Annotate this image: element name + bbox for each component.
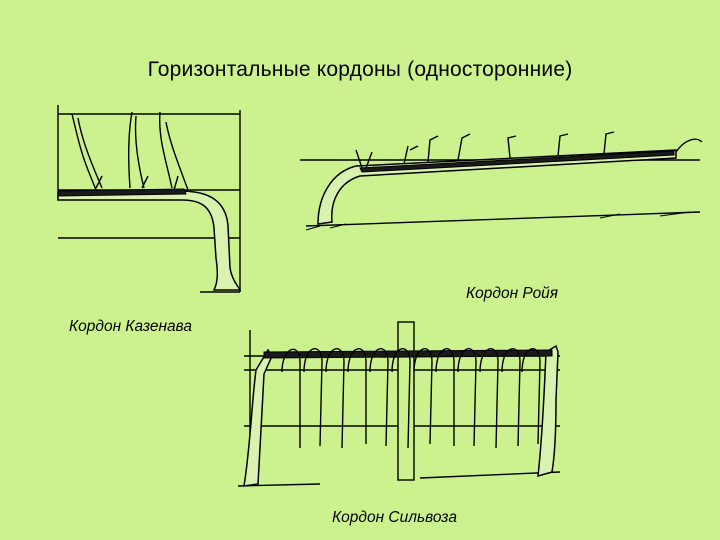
cazenave-shoot-2 <box>127 111 133 189</box>
royat-arm-tip <box>675 138 703 153</box>
cazenave-trunk <box>57 190 242 291</box>
sylvoz-cordon-drawing <box>237 321 561 487</box>
diagram-title: Горизонтальные кордоны (односторонние) <box>147 58 573 81</box>
sylvoz-bent-canes <box>281 348 541 449</box>
sylvoz-right-trunk <box>537 344 559 478</box>
cazenave-shoot-2b <box>134 115 145 189</box>
cazenave-shoot-3 <box>158 111 173 189</box>
sylvoz-ground <box>237 471 561 487</box>
cazenave-arm-bark <box>57 188 187 197</box>
royat-ground-hatch <box>305 211 691 231</box>
caption-royat-cordon: Кордон Ройя <box>466 285 559 302</box>
caption-sylvoz-cordon: Кордон Сильвоза <box>332 509 457 526</box>
royat-spur-7 <box>603 131 615 155</box>
caption-cazenave-cordon: Кордон Казенава <box>69 318 192 335</box>
royat-spur-2 <box>403 145 419 165</box>
royat-spur-1 <box>355 149 373 169</box>
cazenave-shoot-3b <box>165 121 189 191</box>
royat-spur-6 <box>557 133 569 157</box>
cazenave-spurs <box>95 175 179 191</box>
royat-ground <box>305 211 701 227</box>
royat-cordon-drawing <box>300 131 703 231</box>
royat-spur-3 <box>427 135 439 163</box>
cazenave-shoot-1 <box>71 113 97 191</box>
cazenave-cordon-drawing <box>57 105 242 293</box>
royat-spur-5 <box>507 135 517 159</box>
sylvoz-post <box>397 321 415 481</box>
royat-arm-bark <box>359 150 675 173</box>
cazenave-shoot-1b <box>77 117 103 189</box>
royat-spur-4 <box>457 133 471 161</box>
